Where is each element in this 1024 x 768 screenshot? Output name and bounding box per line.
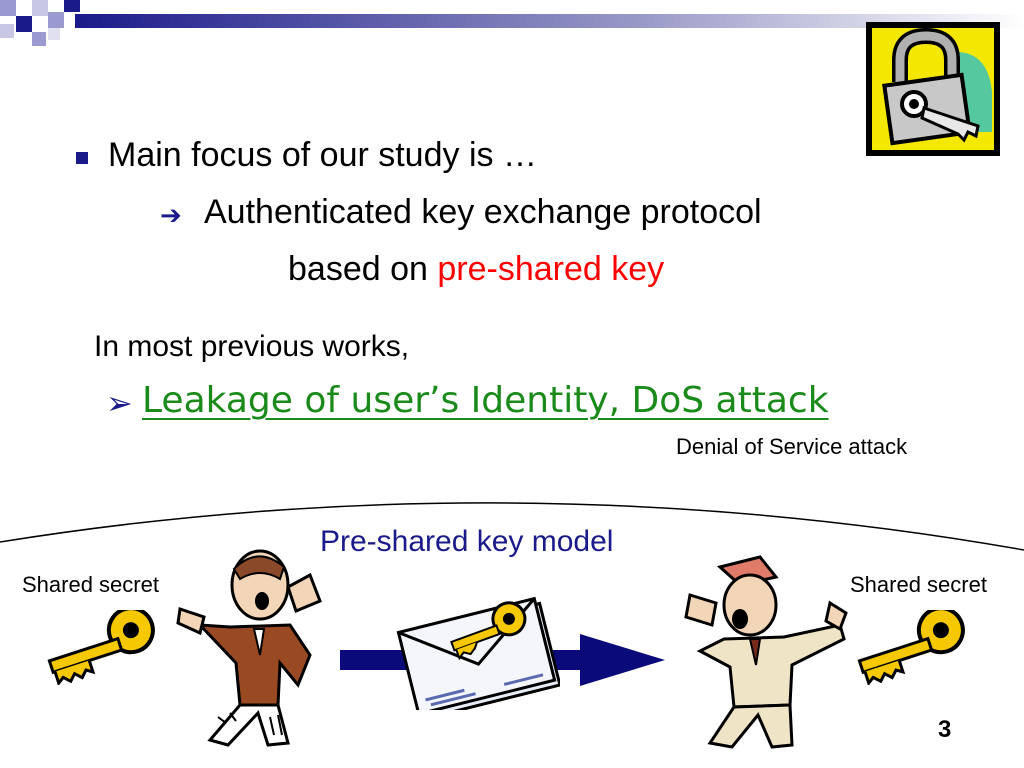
divider-arc xyxy=(0,502,1024,551)
bullet-main-focus: Main focus of our study is … xyxy=(108,136,537,174)
man-speaking-icon-right xyxy=(684,555,848,749)
model-title: Pre-shared key model xyxy=(320,525,614,558)
arrowhead-bullet-icon: ➢ xyxy=(106,385,133,421)
shared-secret-right: Shared secret xyxy=(850,572,987,597)
pre-shared-key-highlight: pre-shared key xyxy=(437,250,665,288)
lock-key-icon xyxy=(866,22,1000,156)
dos-note: Denial of Service attack xyxy=(676,434,908,459)
page-number: 3 xyxy=(938,716,952,743)
shared-secret-left: Shared secret xyxy=(22,572,159,597)
leakage-link[interactable]: Leakage of user’s Identity, DoS attack xyxy=(142,380,829,421)
bullet-authenticated: Authenticated key exchange protocol xyxy=(204,193,762,231)
based-on-text: based on xyxy=(288,250,438,288)
arrow-bullet-icon: ➔ xyxy=(160,200,182,230)
key-icon-left xyxy=(47,610,155,685)
envelope-key-icon xyxy=(396,596,560,710)
bullet-square-icon xyxy=(76,152,88,164)
line-based-on: based on pre-shared key xyxy=(288,250,664,289)
key-icon-right xyxy=(857,610,965,685)
man-speaking-icon-left xyxy=(176,549,322,747)
header-decoration xyxy=(0,0,1024,46)
previous-works-text: In most previous works, xyxy=(94,330,410,363)
